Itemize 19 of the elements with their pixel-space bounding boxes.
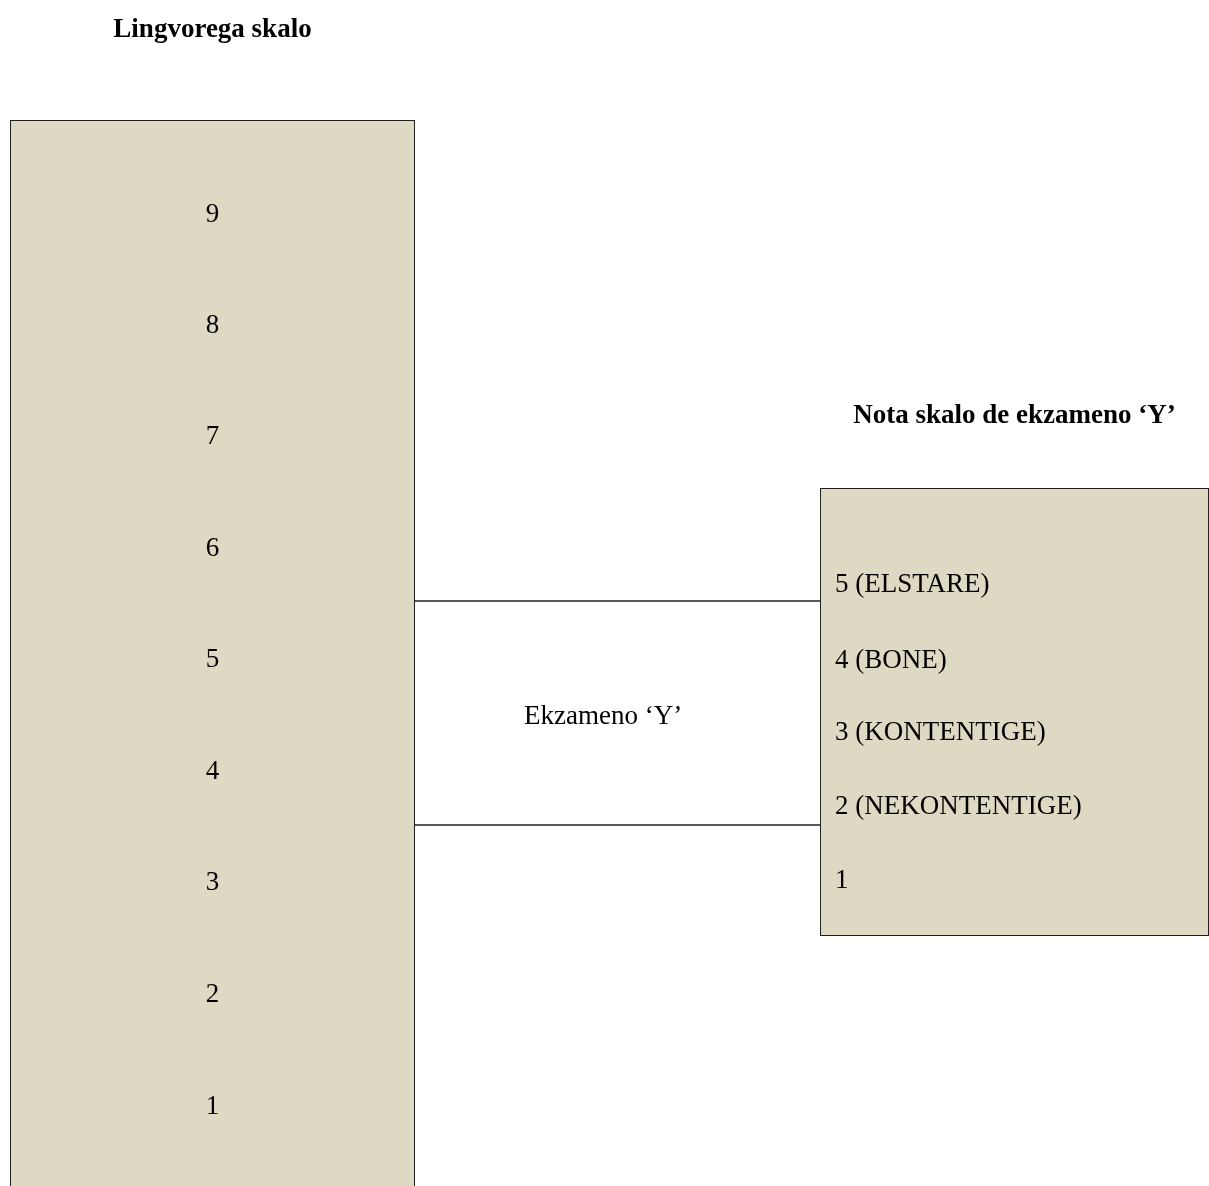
scale-value: 9 [204, 197, 221, 229]
scale-heading: Lingvorega skalo [112, 12, 313, 44]
scale-value: 3 [204, 865, 221, 897]
connector-line [414, 600, 821, 602]
scale-value: 4 [204, 754, 221, 786]
scale-value: 1 [835, 863, 849, 895]
scale-value: 5 (ELSTARE) [835, 567, 990, 599]
scale-value: 2 (NEKONTENTIGE) [835, 789, 1082, 821]
scale-value: 4 (BONE) [835, 643, 947, 675]
scale-value: 8 [204, 308, 221, 340]
scale-heading: Nota skalo de ekzameno ‘Y’ [852, 398, 1177, 430]
scale-value: 3 (KONTENTIGE) [835, 715, 1046, 747]
band-label: Ekzameno ‘Y’ [524, 699, 683, 731]
scale-value: 2 [204, 977, 221, 1009]
connector-line [414, 824, 821, 826]
scale-value: 5 [204, 642, 221, 674]
scale-value: 6 [204, 531, 221, 563]
scale-value: 1 [204, 1089, 221, 1121]
scale-value: 7 [204, 419, 221, 451]
